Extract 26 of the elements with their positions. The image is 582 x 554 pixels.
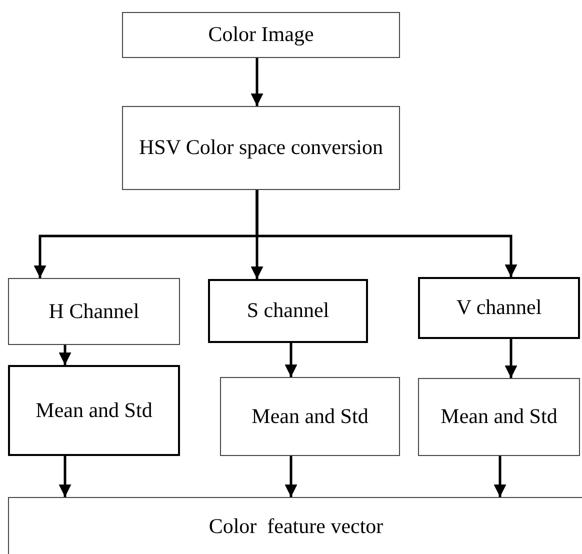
arrow	[494, 456, 506, 497]
arrow	[504, 339, 518, 378]
box-label: Color feature vector	[208, 513, 384, 540]
arrow	[58, 345, 72, 365]
process-box	[418, 277, 580, 339]
box-label: HSV Color space conversion	[139, 134, 383, 162]
process-box	[8, 365, 180, 456]
box-label: Color Image	[208, 21, 314, 48]
process-box	[8, 497, 582, 554]
box-label: V channel	[456, 294, 542, 322]
process-box	[122, 106, 400, 190]
arrow	[58, 456, 72, 497]
box-label: S channel	[246, 297, 330, 324]
process-box	[220, 377, 400, 456]
arrow	[284, 456, 298, 497]
box-label: Mean and Std	[440, 403, 558, 430]
box-label: Mean and Std	[252, 402, 368, 430]
arrow	[284, 343, 298, 377]
process-box	[8, 278, 180, 345]
arrow	[250, 58, 264, 106]
process-box	[418, 378, 580, 456]
process-box	[122, 12, 400, 58]
box-label: Mean and Std	[36, 396, 152, 424]
box-label: H Channel	[48, 298, 140, 325]
process-box	[208, 279, 368, 343]
arrow	[256, 190, 518, 277]
